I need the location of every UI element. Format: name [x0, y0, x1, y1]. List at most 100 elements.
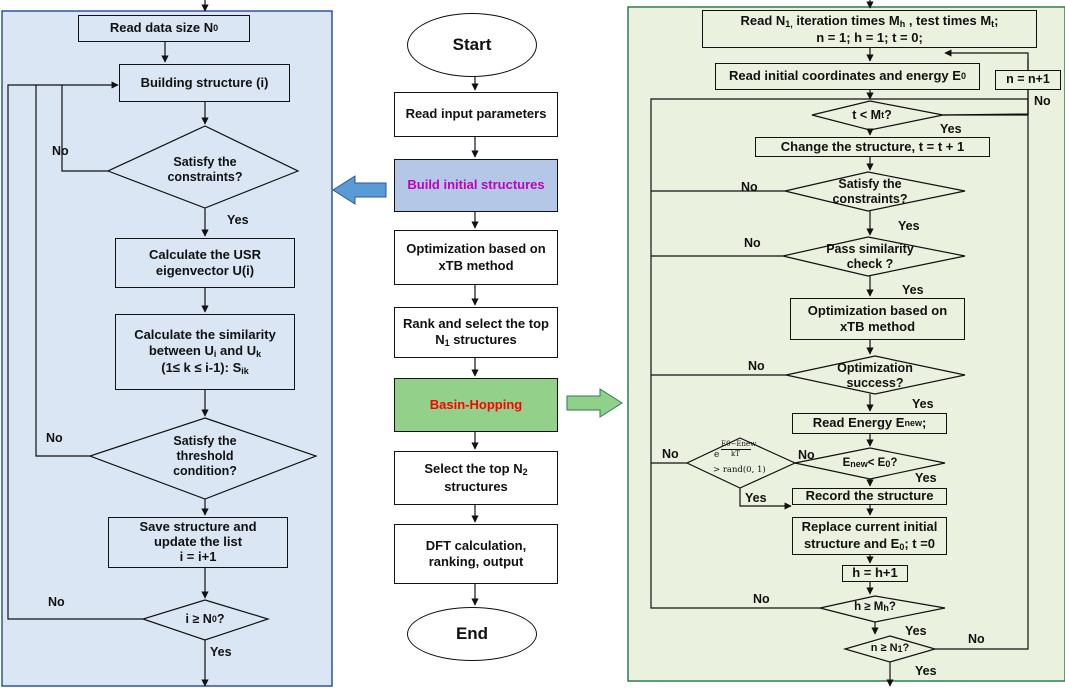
building-structure-label: Building structure (i) [140, 74, 269, 90]
rank-line2: N1 structures [435, 332, 517, 349]
optimization-box: Optimization based on xTB method [394, 230, 558, 285]
select-line2: structures [444, 478, 508, 494]
read-n1-line1: Read N1, iteration times Mh , test times… [740, 13, 998, 30]
left-no-2: No [46, 431, 63, 445]
read-n1-a: Read N [740, 12, 786, 28]
n-increment-label: n = n+1 [1006, 72, 1050, 87]
calc-similarity-box: Calculate the similarity between Ui and … [115, 314, 295, 390]
select-line1-a: Select the top N [424, 461, 523, 477]
left-no-3: No [48, 595, 65, 609]
rank-line2-a: N [435, 332, 445, 347]
change-structure-label: Change the structure, t = t + 1 [780, 138, 965, 154]
left-constraints-line1: Satisfy the [173, 155, 237, 169]
change-structure-box: Change the structure, t = t + 1 [755, 137, 990, 157]
metropolis-fraction-bar [721, 449, 751, 450]
right-optimization-box: Optimization based on xTB method [790, 298, 965, 340]
start-label: Start [452, 35, 492, 55]
read-energy-a: Read Energy E [812, 415, 905, 431]
n-ge-b: 1 [897, 643, 903, 654]
basin-hopping-box: Basin-Hopping [394, 378, 558, 432]
left-no-1: No [52, 144, 69, 158]
record-label: Record the structure [805, 488, 934, 504]
metropolis-numerator: E0−Enew [721, 440, 757, 448]
i-ge-b: 0 [211, 613, 217, 624]
right-constraints-line1: Satisfy the [838, 177, 902, 191]
right-constraints-label: Satisfy the constraints? [815, 175, 925, 209]
right-no-h: No [753, 592, 770, 606]
read-n1-c: iteration times M [792, 12, 900, 28]
calc-sim-line2: between Ui and Uk [149, 343, 261, 360]
h-increment-box: h = h+1 [842, 565, 908, 582]
select-top-box: Select the top N2 structures [394, 451, 558, 505]
calc-sim-line3: (1≤ k ≤ i-1): Sik [161, 360, 249, 377]
right-no-enew: No [798, 448, 815, 462]
threshold-line3: condition? [173, 463, 237, 478]
metropolis-base: e [714, 450, 720, 460]
right-opt-line2: xTB method [839, 319, 916, 334]
h-increment-label: h = h+1 [852, 565, 898, 581]
h-ge-a: h ≥ M [854, 601, 884, 614]
dft-line1: DFT calculation, [425, 537, 527, 553]
basin-hopping-label: Basin-Hopping [429, 396, 523, 412]
end-oval: End [407, 607, 537, 661]
right-no-opt: No [748, 359, 765, 373]
n-ge-c: ? [902, 642, 910, 655]
read-n1-b: 1, [785, 18, 793, 29]
record-structure-box: Record the structure [792, 488, 947, 505]
left-constraints-label: Satisfy the constraints? [140, 148, 270, 192]
read-n1-g: ; [994, 12, 999, 28]
similarity-line2: check ? [846, 257, 894, 271]
enew-a: E [842, 457, 851, 470]
calc-usr-box: Calculate the USR eigenvector U(i) [115, 238, 295, 288]
read-n1-d: h [899, 18, 906, 29]
enew-b: new [850, 458, 868, 469]
enew-e: ? [890, 457, 898, 470]
right-yes-opt: Yes [912, 397, 934, 411]
calc-sim-line3-b: ik [241, 366, 249, 377]
calc-usr-line1: Calculate the USR [149, 246, 261, 262]
build-initial-label: Build initial structures [407, 177, 545, 193]
metropolis-denominator: kT [731, 450, 740, 458]
h-ge-c: ? [888, 601, 896, 614]
i-ge-a: i ≥ N [185, 611, 212, 626]
left-yes-1: Yes [227, 213, 249, 227]
right-constraints-line2: constraints? [832, 192, 908, 206]
rank-line2-b: 1 [444, 338, 450, 348]
metropolis-rand: > rand(0, 1) [713, 465, 766, 475]
read-energy-b: new [904, 417, 922, 428]
calc-sim-line2-b: i [213, 348, 217, 359]
read-n1-box: Read N1, iteration times Mh , test times… [702, 10, 1037, 48]
save-line2: update the list [153, 534, 243, 550]
read-n1-e: , test times M [905, 12, 992, 28]
calc-usr-line2: eigenvector U(i) [155, 263, 255, 278]
threshold-line1: Satisfy the [173, 433, 237, 448]
left-transfer-arrow [332, 175, 387, 205]
right-constraints-diamond [784, 171, 966, 212]
read-n1-line2: n = 1; h = 1; t = 0; [816, 29, 923, 45]
replace-line2-b: 0 [899, 541, 905, 552]
replace-line2-a: structure and E [803, 535, 900, 551]
similarity-line1: Pass similarity [826, 242, 914, 256]
calc-sim-line2-d: k [256, 348, 262, 359]
right-yes-t: Yes [940, 122, 962, 136]
opt-success-line1: Optimization [837, 361, 913, 375]
read-data-size-label: Read data size N [109, 20, 214, 36]
calc-sim-line2-c: and U [216, 342, 257, 358]
read-coords-b: 0 [960, 70, 966, 81]
left-yes-2: Yes [210, 645, 232, 659]
right-yes-constraints: Yes [898, 219, 920, 233]
read-data-size-subscript: 0 [213, 22, 219, 33]
select-line1-b: 2 [522, 467, 528, 478]
rank-line1: Rank and select the top [403, 315, 549, 331]
dft-line2: ranking, output [428, 554, 524, 569]
threshold-line2: threshold [176, 448, 234, 463]
right-opt-success-diamond [785, 355, 966, 395]
read-energy-c: ; [921, 415, 927, 431]
read-input-label: Read input parameters [405, 106, 547, 122]
